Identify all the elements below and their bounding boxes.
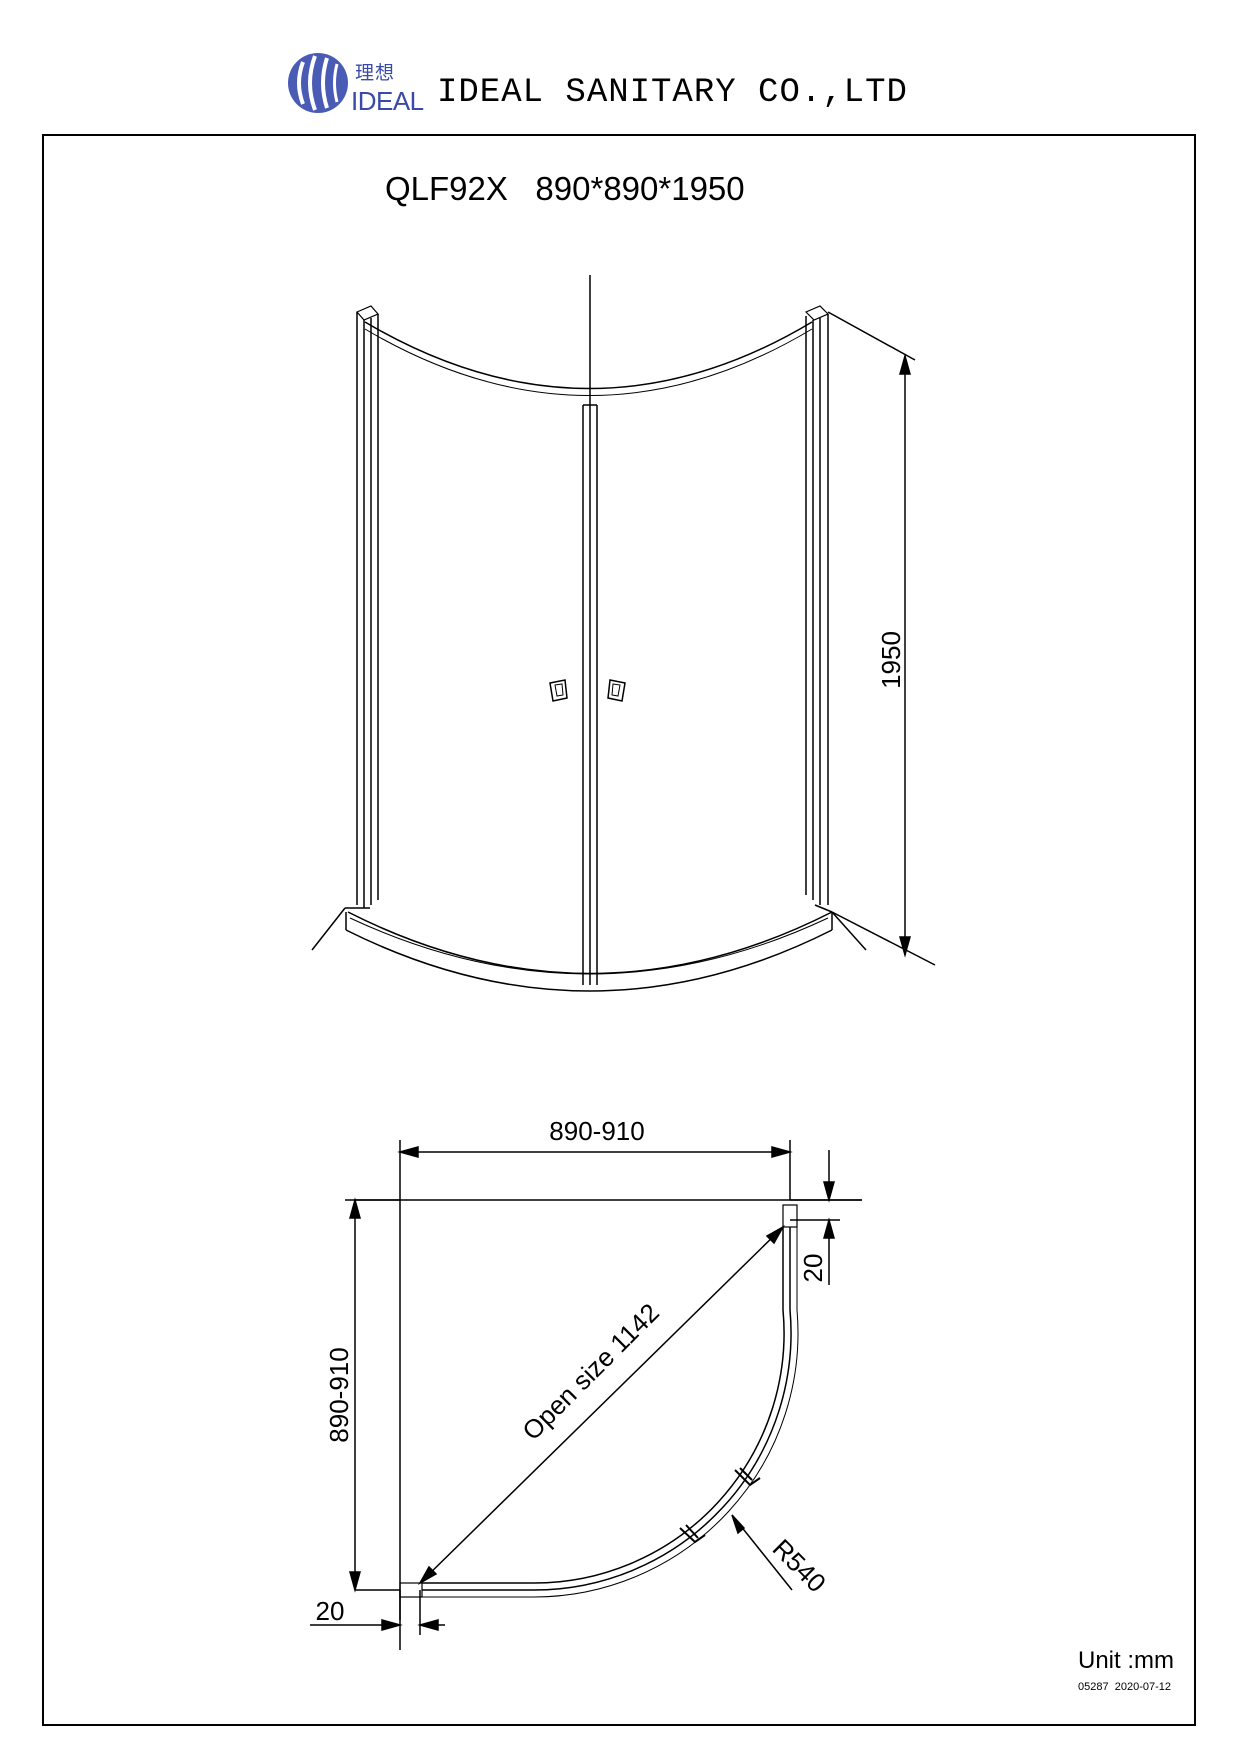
depth-dimension-label: 890-910	[324, 1347, 354, 1442]
base-tray	[311, 904, 867, 992]
top-offset-dimension	[790, 1150, 862, 1285]
depth-dimension	[349, 1197, 400, 1593]
model-title: QLF92X 890*890*1950	[385, 170, 745, 208]
diagonal-dimension	[418, 1225, 785, 1585]
height-dimension	[827, 311, 936, 966]
right-handle-icon	[607, 679, 626, 702]
enclosure-plan	[399, 1204, 799, 1598]
center-door-profiles	[582, 404, 598, 985]
top-offset-label: 20	[798, 1254, 828, 1283]
height-dimension-label: 1950	[876, 631, 906, 689]
top-rail	[364, 321, 813, 390]
radius-dimension	[731, 1514, 793, 1591]
logo-brand-text: IDEAL	[351, 86, 424, 116]
ideal-logo-icon	[288, 53, 348, 113]
left-offset-label: 20	[316, 1596, 345, 1626]
model-code: QLF92X	[385, 170, 508, 207]
logo-chinese-text: 理想	[355, 62, 396, 84]
header: 理想 IDEAL IDEAL SANITARY CO.,LTD	[285, 48, 985, 118]
right-wall-profile	[804, 305, 830, 905]
left-handle-icon	[549, 679, 568, 702]
company-name: IDEAL SANITARY CO.,LTD	[437, 74, 908, 112]
left-wall-profile	[356, 305, 379, 908]
door-handle-icon	[679, 1467, 761, 1544]
model-size: 890*890*1950	[535, 170, 745, 207]
radius-label: R540	[767, 1533, 832, 1598]
drawing-frame	[42, 134, 1196, 1726]
width-dimension-label: 890-910	[549, 1116, 644, 1146]
unit-label: Unit :mm	[1078, 1647, 1174, 1674]
diagonal-label: Open size 1142	[516, 1297, 665, 1446]
doc-date: 2020-07-12	[1114, 1681, 1171, 1693]
width-dimension	[397, 1140, 793, 1200]
doc-number: 05287	[1078, 1681, 1109, 1693]
doc-footer: 05287 2020-07-12	[1078, 1681, 1171, 1693]
